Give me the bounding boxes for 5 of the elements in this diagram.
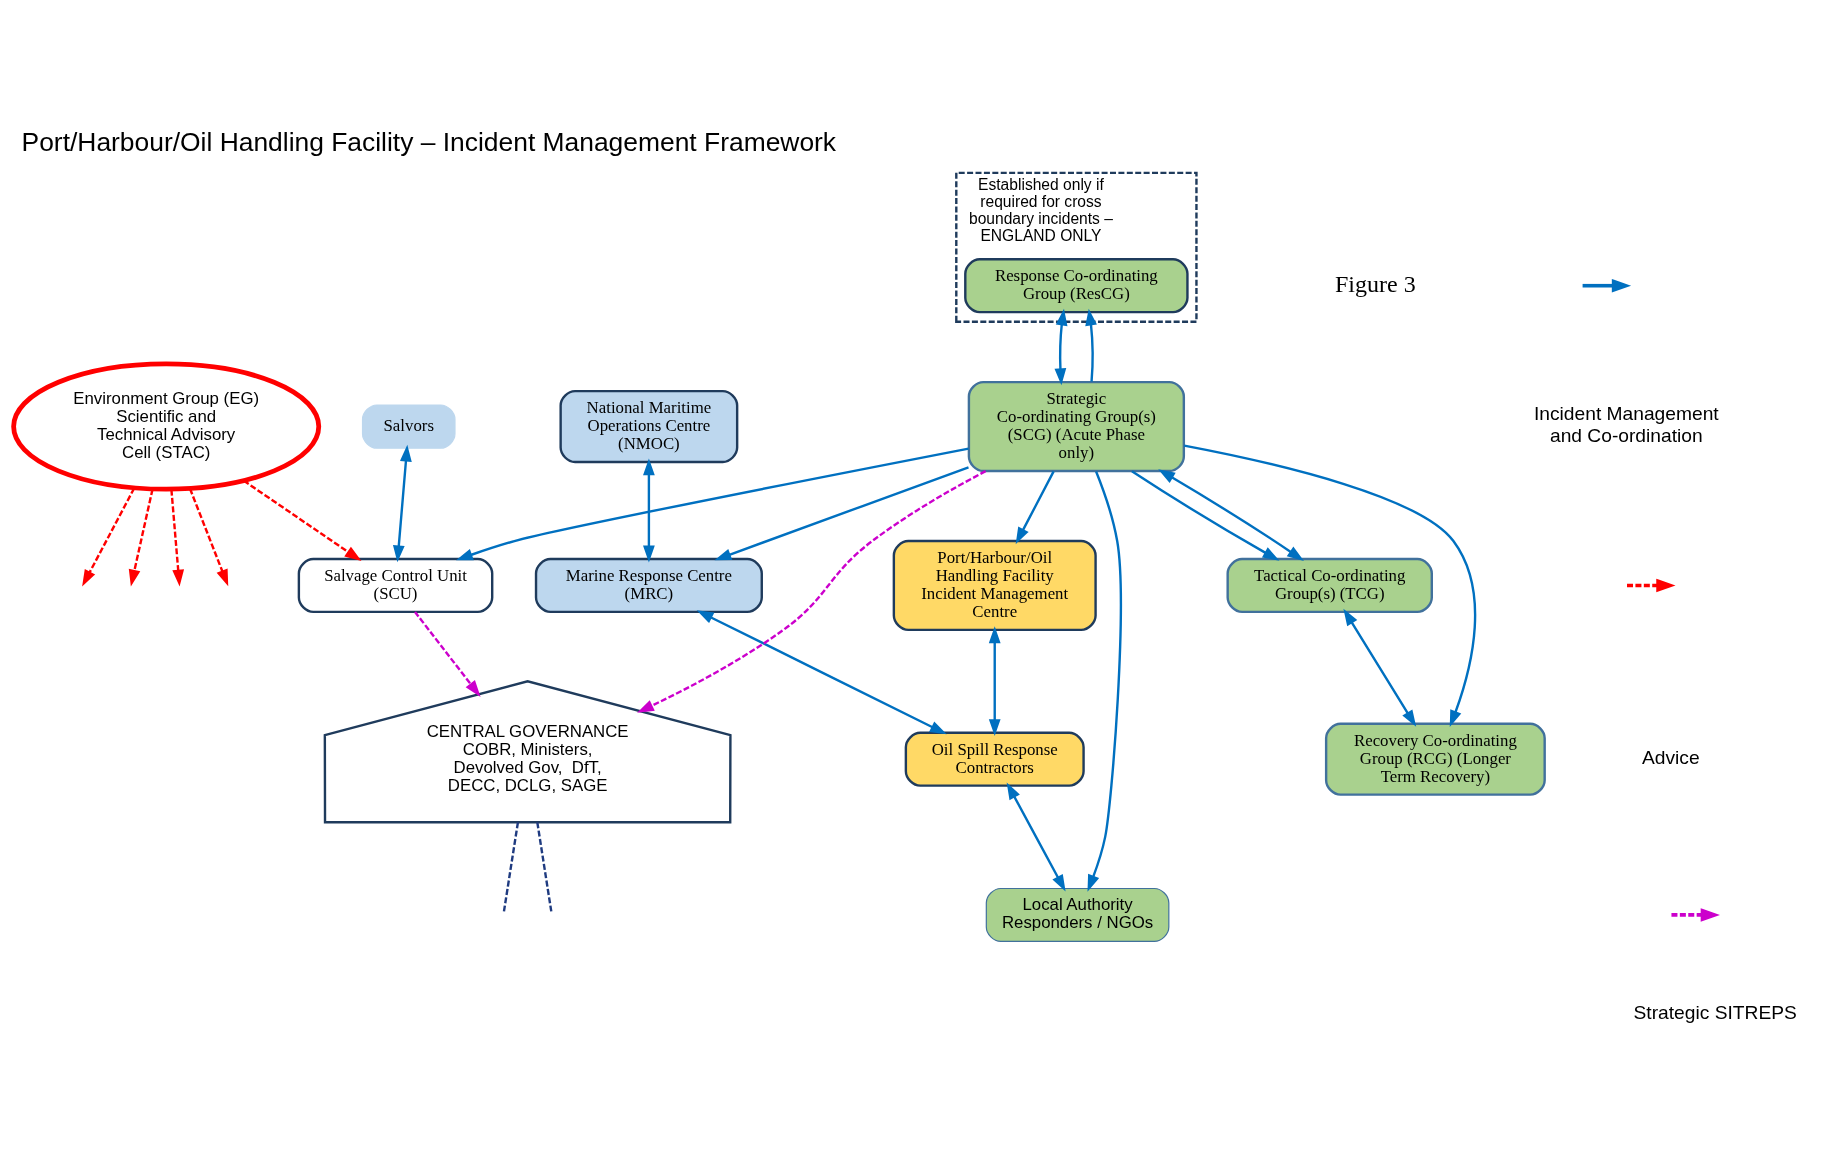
legend-label: Advice — [1641, 746, 1700, 768]
label: Figure 3 — [1335, 270, 1416, 297]
diagram-title: Port/Harbour/Oil Handling Facility – Incident Management Framework — [21, 126, 837, 157]
legend-label: Strategic SITREPS — [1633, 1002, 1797, 1024]
legend-label: Incident Management and Co-ordination — [1533, 403, 1719, 446]
